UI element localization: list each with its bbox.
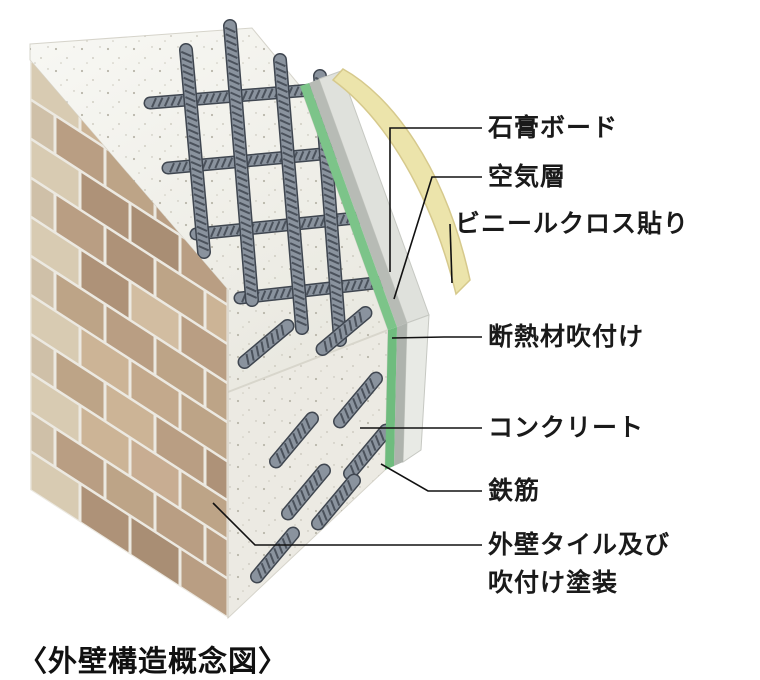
rebar-cut-stubs (237, 306, 393, 584)
vinyl-cloth-sheet (331, 68, 471, 296)
leader-line-rebar (380, 463, 482, 492)
tile-face (30, 60, 228, 618)
insulation-band (300, 83, 397, 330)
label-air-layer: 空気層 (488, 163, 567, 191)
label-exterior-tile-line1: 外壁タイル及び (488, 531, 671, 559)
diagram-title: 〈外壁構造概念図〉 (18, 646, 289, 678)
leader-lines (212, 127, 482, 546)
label-vinyl-cloth: ビニールクロス貼り (455, 210, 690, 238)
leader-line-gypsum-board (389, 127, 482, 272)
finish-layers (300, 68, 471, 470)
label-insulation: 断熱材吹付け (488, 323, 645, 351)
label-exterior-tile-line2: 吹付け塗装 (488, 569, 619, 597)
leader-line-insulation (391, 336, 482, 339)
label-rebar: 鉄筋 (488, 477, 541, 505)
leader-line-air-layer (393, 176, 482, 300)
leader-line-vinyl-cloth (449, 223, 453, 284)
leader-line-exterior-tile (212, 502, 482, 546)
label-gypsum-board: 石膏ボード (488, 114, 619, 142)
label-concrete: コンクリート (488, 414, 645, 442)
air-layer-band (309, 79, 407, 327)
